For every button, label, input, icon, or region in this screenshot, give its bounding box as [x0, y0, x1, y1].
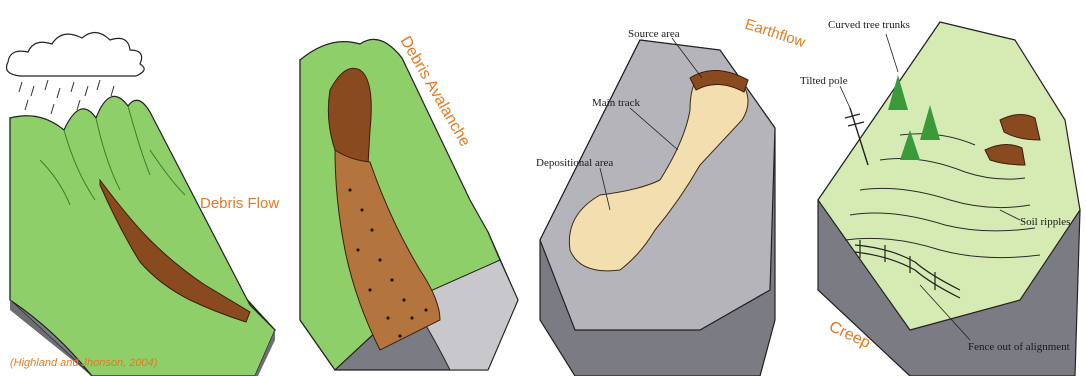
- creep-label-curved-tree-trunks: Curved tree trunks: [828, 19, 910, 31]
- panel-debris-avalanche: Debris Avalanche: [300, 34, 518, 371]
- citation-text: (Highland and Jhonson, 2004): [10, 357, 158, 369]
- cloud-icon: [7, 32, 145, 76]
- creep-label-soil-ripples: Soil ripples: [1020, 216, 1070, 228]
- earthflow-label-source-area: Source area: [628, 28, 680, 40]
- creep-label-fence: Fence out of alignment: [968, 341, 1070, 353]
- creep-label-tilted-pole: Tilted pole: [800, 75, 848, 87]
- panel-earthflow: Source area Main track Depositional area…: [536, 16, 808, 376]
- earthflow-title: Earthflow: [743, 16, 808, 52]
- panel-creep: Curved tree trunks Tilted pole Soil ripp…: [800, 19, 1080, 376]
- earthflow-label-main-track: Main track: [592, 97, 640, 109]
- panel-debris-flow: Debris Flow: [7, 32, 280, 376]
- debris-flow-title: Debris Flow: [200, 195, 279, 212]
- earthflow-label-depositional-area: Depositional area: [536, 157, 613, 169]
